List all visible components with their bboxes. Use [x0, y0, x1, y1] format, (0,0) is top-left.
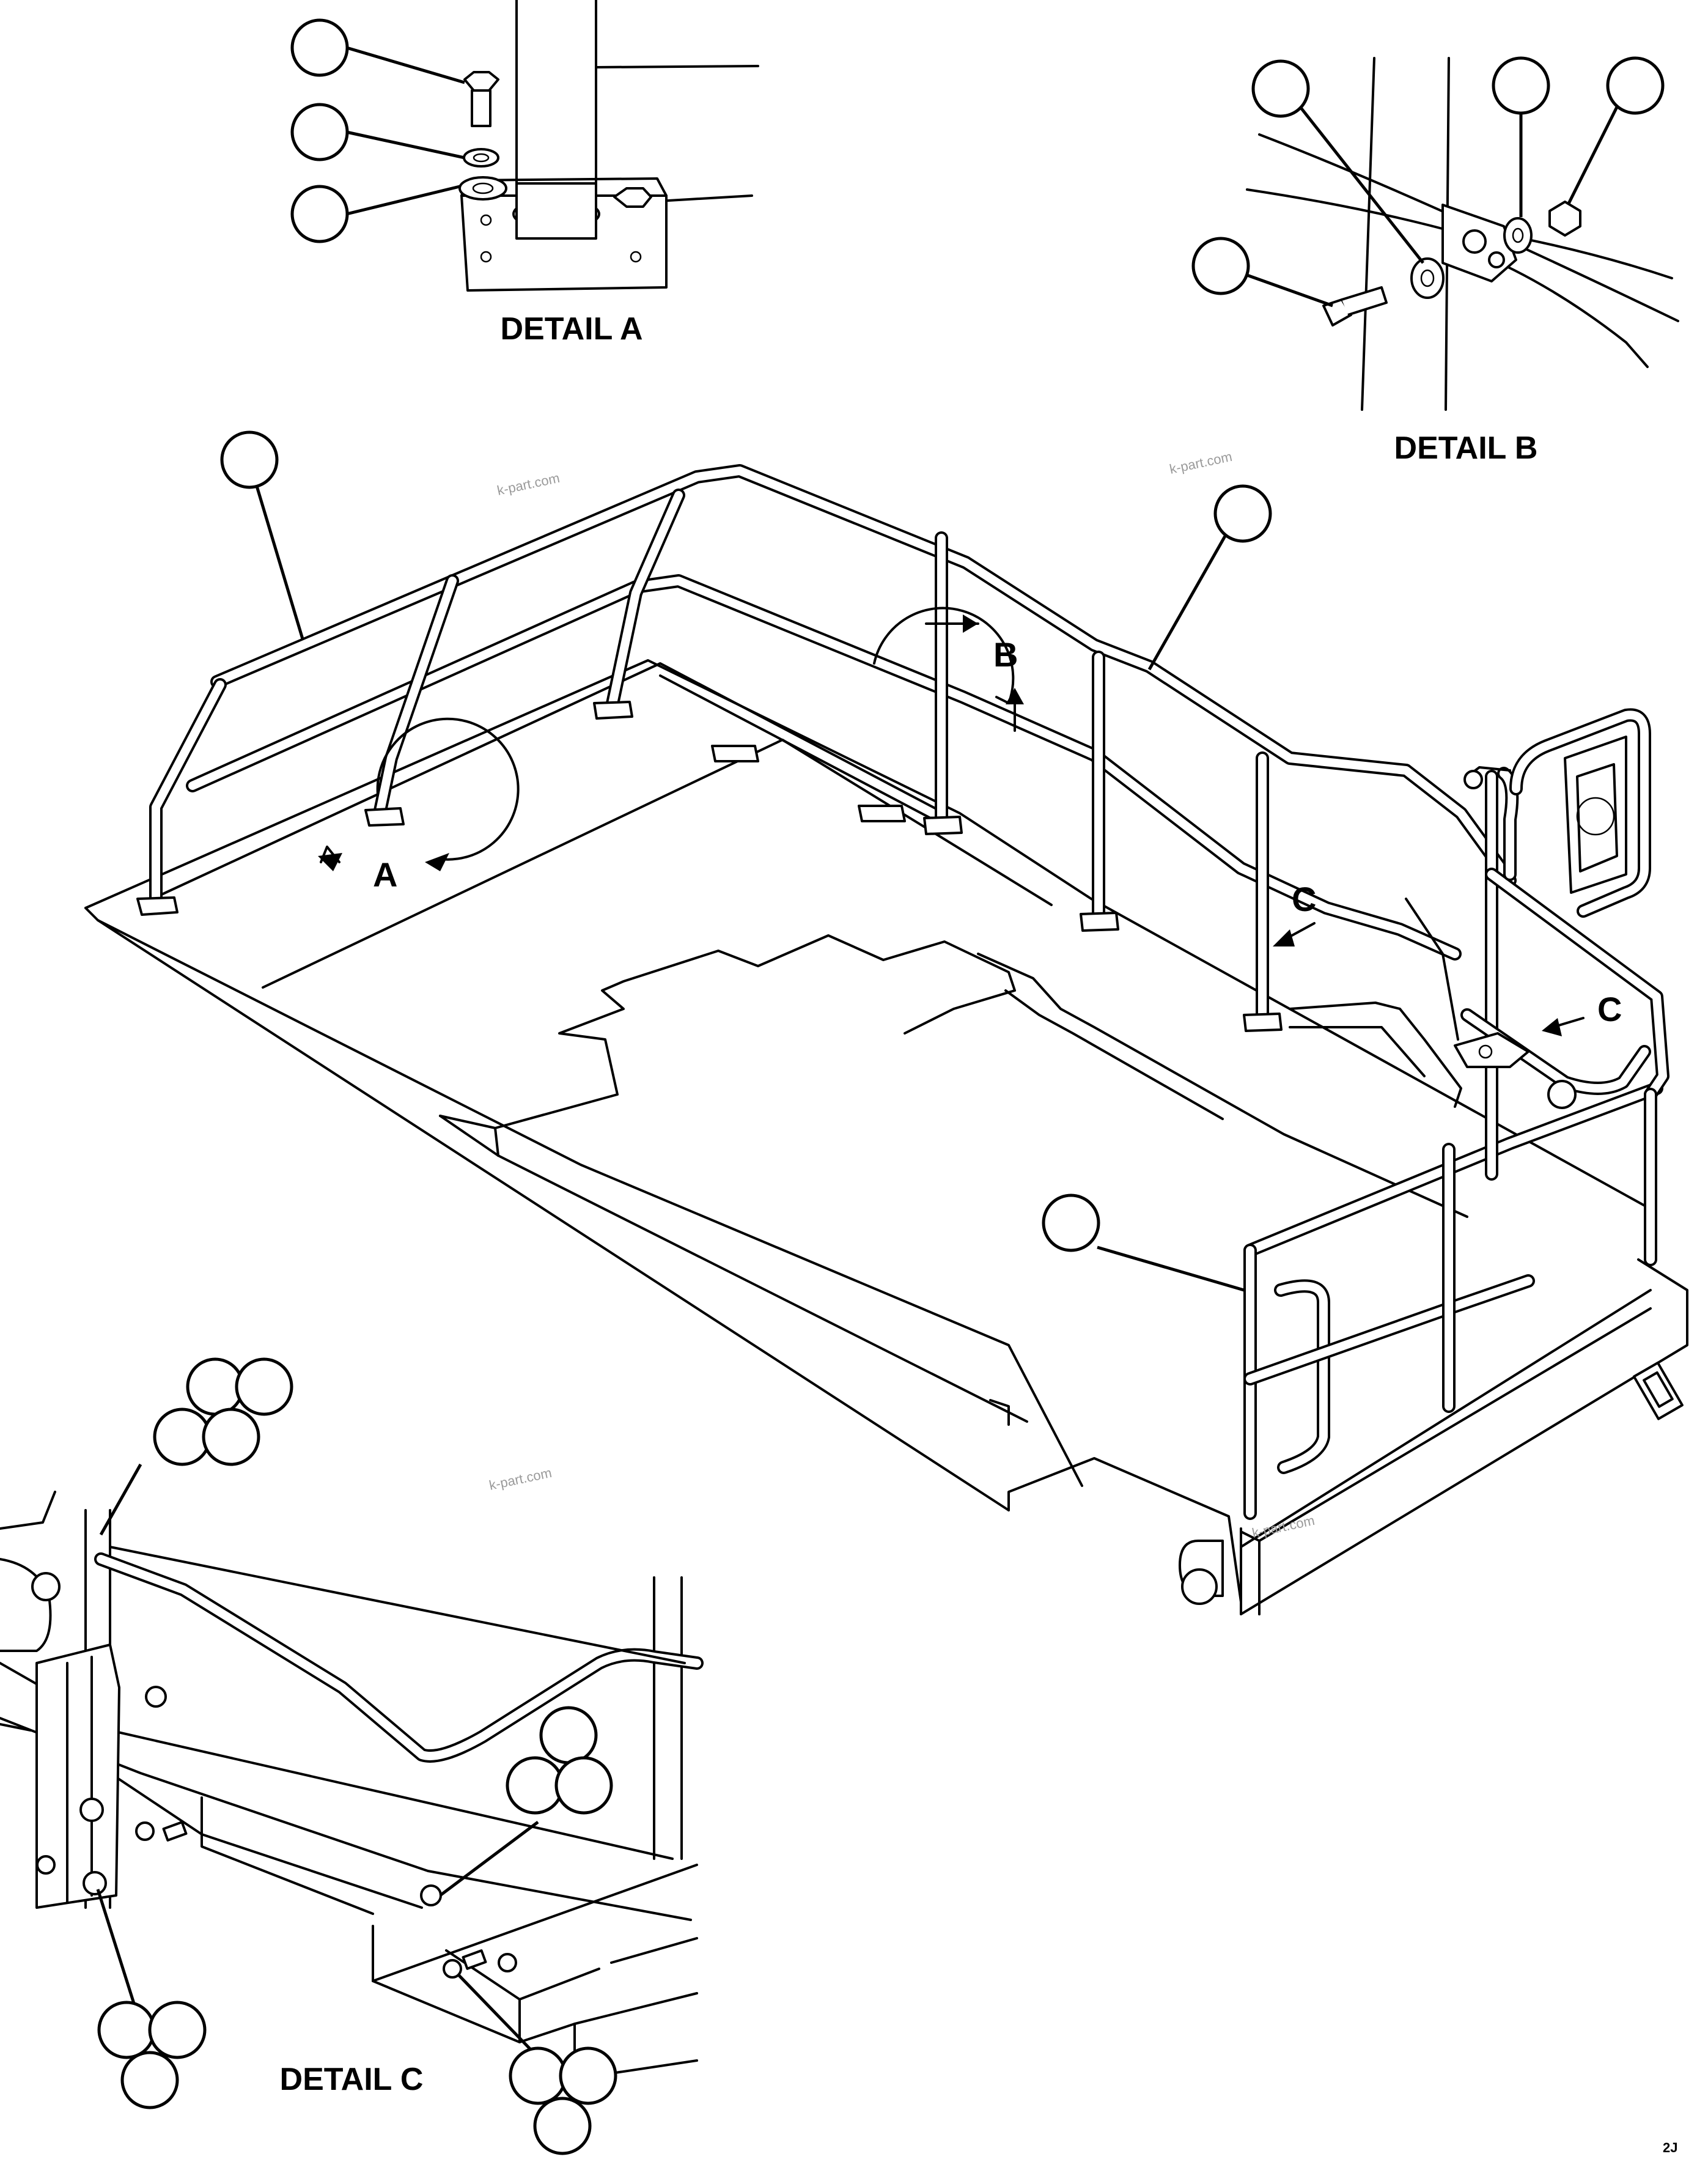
- callout-b: B: [993, 635, 1018, 674]
- item-bubble-lock-washer: [290, 103, 349, 161]
- item-bubble-washer-b1: [1251, 59, 1310, 118]
- watermarks: k-part.com k-part.com k-part.com k-part.…: [488, 449, 1316, 1541]
- item-bubble-bolt: [290, 18, 349, 77]
- callout-c-upper: C: [1292, 880, 1316, 918]
- callout-arrows: [318, 614, 1585, 1036]
- callout-a: A: [373, 855, 397, 894]
- item-bubble-side-rail: [1213, 484, 1272, 543]
- item-bubble-c1-c: [153, 1408, 212, 1466]
- watermark: k-part.com: [1168, 449, 1234, 477]
- callout-c-lower: C: [1597, 990, 1622, 1028]
- item-bubble-washer-b2: [1492, 56, 1550, 115]
- item-bubble-c2-c: [554, 1756, 613, 1815]
- item-bubble-c4-c: [533, 2097, 592, 2155]
- item-bubble-c4-a: [509, 2046, 567, 2105]
- platform-assembly: [84, 464, 1688, 1615]
- detail-c: DETAIL C: [0, 1357, 704, 2155]
- item-bubble-c4-b: [559, 2046, 617, 2105]
- item-bubble-c2-b: [506, 1756, 564, 1815]
- item-bubble-c3-b: [148, 2001, 207, 2059]
- detail-b: DETAIL B: [1191, 56, 1679, 466]
- item-bubble-nut-b: [1606, 56, 1665, 115]
- watermark: k-part.com: [488, 1465, 553, 1493]
- item-bubble-c3-a: [97, 2001, 156, 2059]
- item-bubble-flat-washer: [290, 185, 349, 243]
- main-item-bubbles: [220, 430, 1272, 1292]
- callout-letters: A B C C: [373, 635, 1622, 1028]
- corner-mark: 2J: [1663, 2140, 1677, 2155]
- item-bubble-c1-b: [235, 1357, 293, 1416]
- item-bubble-c2-a: [539, 1706, 598, 1765]
- item-bubble-rear-rail: [220, 430, 279, 489]
- item-bubble-c1-d: [202, 1408, 260, 1466]
- item-bubble-c3-c: [120, 2051, 179, 2109]
- detail-a: DETAIL A: [290, 0, 759, 347]
- watermark: k-part.com: [496, 470, 561, 498]
- item-bubble-c1-a: [186, 1357, 245, 1416]
- detail-c-title: DETAIL C: [280, 2062, 424, 2097]
- detail-b-title: DETAIL B: [1394, 430, 1538, 466]
- item-bubble-front-rail: [1042, 1194, 1100, 1252]
- item-bubble-bolt-b: [1191, 237, 1250, 295]
- detail-a-title: DETAIL A: [500, 311, 642, 347]
- watermark: k-part.com: [1251, 1513, 1316, 1541]
